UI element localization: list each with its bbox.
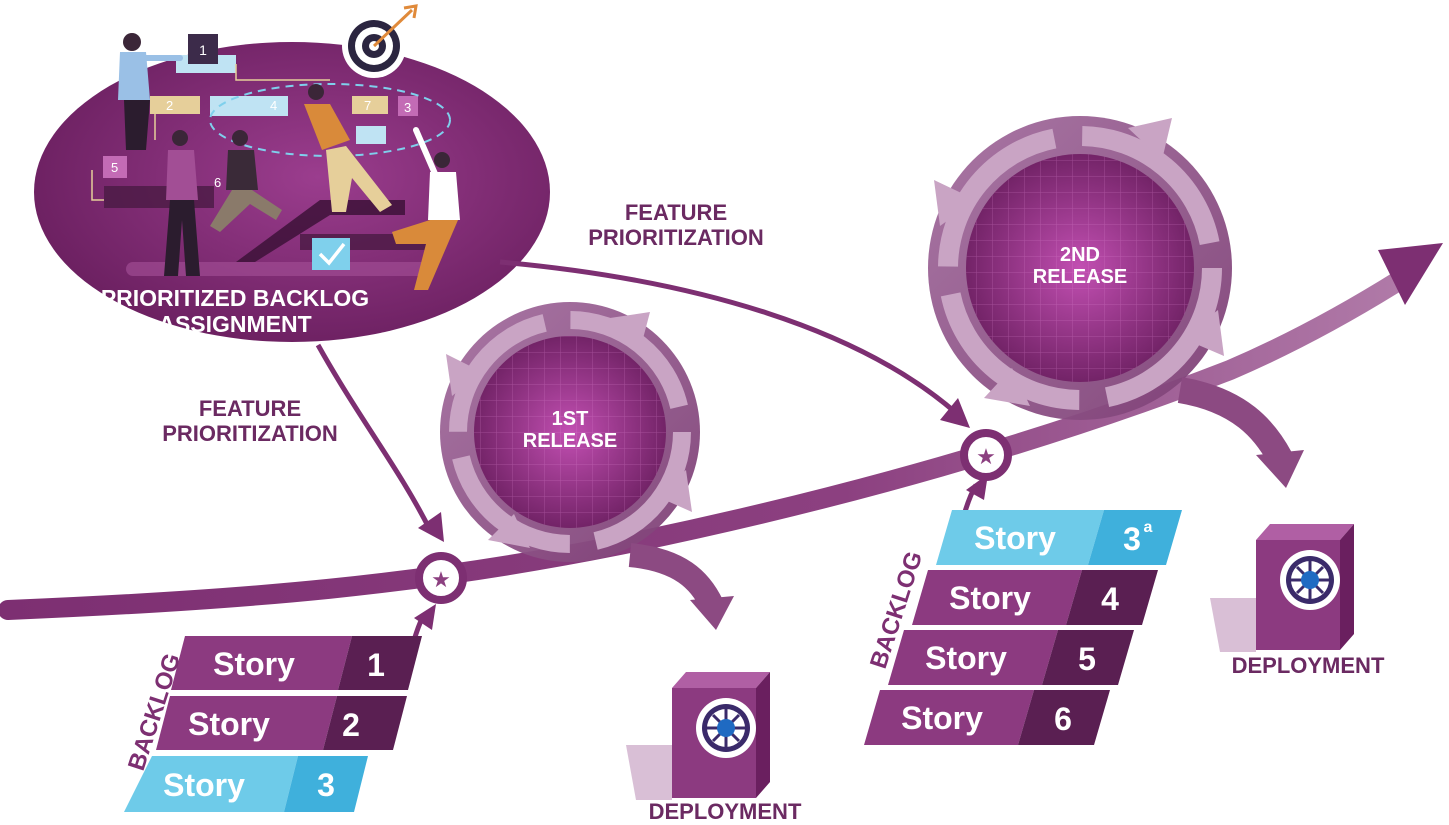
illustration-number: 6	[214, 175, 221, 190]
backlog-2-row-3: Story 5	[888, 630, 1134, 685]
cycle-arrowhead	[984, 368, 1030, 406]
cycle-arrowhead	[1182, 310, 1224, 356]
feature-prioritization-line-1: FEATURE	[624, 200, 728, 225]
illustration-number: 2	[166, 98, 173, 113]
timeline-arrowhead	[1378, 243, 1443, 305]
backlog-1-row-2: Story 2	[156, 696, 407, 750]
backlog-2-row-1: Story 3 a	[936, 510, 1182, 565]
deployment-label-1: DEPLOYMENT	[625, 799, 825, 825]
deployment-text: DEPLOYMENT	[648, 799, 802, 824]
milestone-2: ★	[960, 429, 1012, 481]
deployment-arrow-1	[628, 543, 734, 630]
star-icon: ★	[976, 445, 996, 470]
illustration-number: 3	[404, 100, 411, 115]
backlog-1-row-3: Story 3	[124, 756, 368, 812]
deployment-box-1	[626, 672, 770, 800]
cycle-arrowhead	[610, 312, 650, 350]
release-1-line-2: RELEASE	[522, 430, 618, 453]
backlog-assignment-line-1: PRIORITIZED BACKLOG	[100, 285, 370, 311]
release-1-label: 1ST RELEASE	[500, 408, 640, 453]
story-number-superscript: a	[1144, 519, 1153, 536]
feature-prioritization-line-2: PRIORITIZATION	[162, 420, 338, 446]
release-2-line-2: RELEASE	[1032, 266, 1128, 289]
story-label: Story	[188, 706, 270, 742]
illustration-number: 5	[111, 160, 118, 175]
release-1-line-1: 1ST	[551, 408, 589, 430]
release-cycle-2	[928, 116, 1232, 420]
illustration-number: 1	[199, 42, 207, 58]
deployment-arrow-2	[1177, 377, 1304, 488]
timeline-path	[0, 243, 1443, 620]
backlog-2: Story 3 a Story 4 Story 5 Story 6 BACKLO…	[864, 510, 1182, 745]
story-number: 1	[367, 647, 385, 683]
release-2-label: 2ND RELEASE	[1010, 244, 1150, 289]
feature-prioritization-arrow-2	[499, 259, 970, 428]
team-illustration	[118, 33, 460, 290]
story-label: Story	[925, 640, 1007, 676]
backlog-1: Story 1 Story 2 Story 3 BACKLOG	[123, 636, 422, 812]
feature-prioritization-line-2: PRIORITIZATION	[588, 224, 764, 250]
feature-prioritization-line-1: FEATURE	[198, 396, 302, 421]
story-label: Story	[163, 767, 245, 803]
cycle-arrowhead	[1128, 118, 1172, 160]
backlog-2-row-4: Story 6	[864, 690, 1110, 745]
release-2-line-1: 2ND	[1059, 244, 1100, 266]
backlog-assignment-title: PRIORITIZED BACKLOG ASSIGNMENT	[70, 285, 400, 338]
story-number: 2	[342, 707, 360, 743]
feature-prioritization-label-1: FEATURE PRIORITIZATION	[130, 396, 370, 446]
feature-prioritization-arrow-1	[315, 343, 444, 542]
note-number-1	[188, 34, 218, 64]
checkmark-icon	[312, 238, 350, 270]
deployment-text: DEPLOYMENT	[1231, 653, 1385, 678]
cycle-arrowhead	[446, 354, 482, 396]
story-number: 6	[1054, 701, 1072, 737]
backlog-1-row-1: Story 1	[171, 636, 422, 690]
illustration-number: 7	[364, 98, 371, 113]
deployment-label-2: DEPLOYMENT	[1208, 653, 1408, 679]
milestone-1: ★	[415, 552, 467, 604]
feature-prioritization-label-2: FEATURE PRIORITIZATION	[556, 200, 796, 250]
cycle-arrowhead	[488, 514, 530, 548]
story-number: 4	[1101, 581, 1119, 617]
story-number: 3	[1123, 521, 1141, 557]
deployment-box-2	[1210, 524, 1354, 652]
illustration-number: 4	[270, 98, 277, 113]
cycle-arrowhead	[656, 470, 692, 512]
story-number: 5	[1078, 641, 1096, 677]
story-label: Story	[949, 580, 1031, 616]
gear-wheel-icon	[696, 698, 756, 758]
story-label: Story	[213, 646, 295, 682]
target-icon	[342, 4, 418, 78]
cycle-arrowhead	[934, 180, 976, 226]
story-number: 3	[317, 767, 335, 803]
story-label: Story	[901, 700, 983, 736]
story-label: Story	[974, 520, 1056, 556]
gear-wheel-icon	[1280, 550, 1340, 610]
backlog-assignment-line-2: ASSIGNMENT	[158, 310, 312, 337]
release-cycle-1	[440, 302, 700, 562]
backlog-2-row-2: Story 4	[912, 570, 1158, 625]
backlog-assignment-ellipse: 1 2 4 7 3 5 6	[34, 4, 550, 342]
star-icon: ★	[431, 568, 451, 593]
